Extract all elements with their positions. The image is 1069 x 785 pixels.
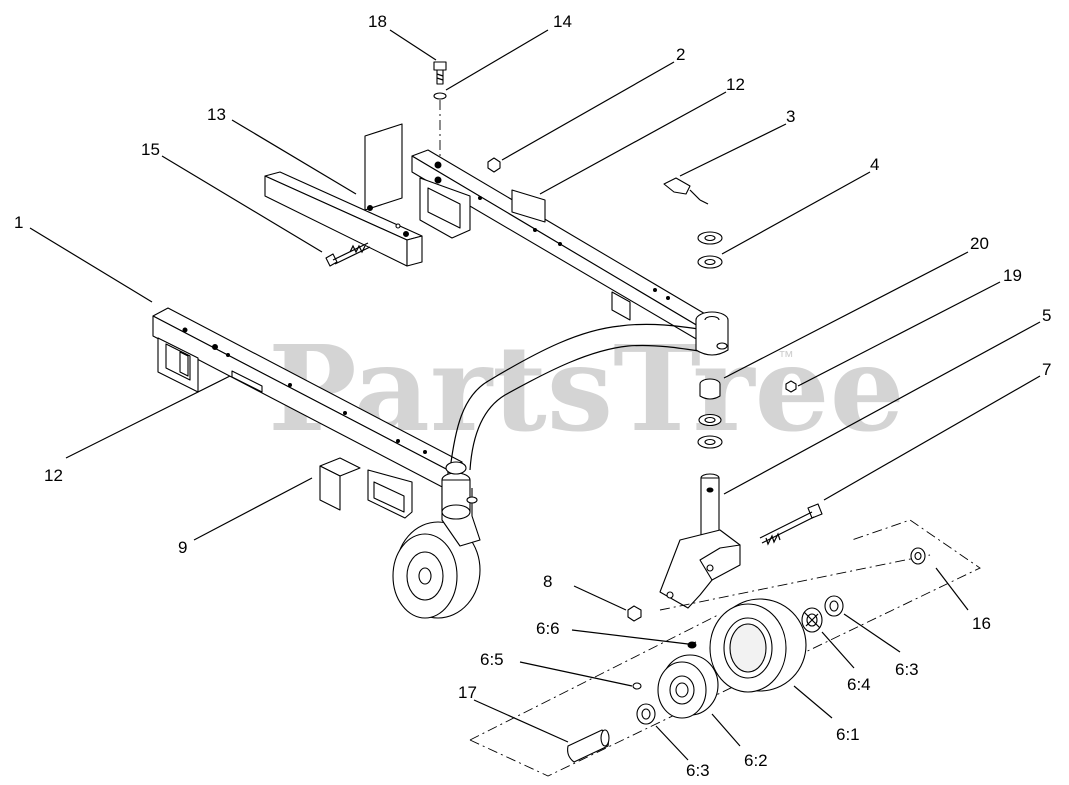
ring-part-6-5 (632, 682, 642, 690)
callout-1: 1 (14, 213, 23, 232)
bolt-part-15 (325, 242, 371, 267)
bolt-part-18 (433, 61, 447, 160)
cross-tube (449, 311, 729, 471)
callout-4: 4 (870, 155, 879, 174)
callout-7: 7 (1042, 360, 1051, 379)
callout-6-2: 6:2 (744, 751, 768, 770)
bolt-part-7 (759, 503, 823, 546)
callout-6-3-bottom: 6:3 (686, 761, 710, 780)
bushing-part-20 (697, 378, 723, 449)
tire-part-6-1 (709, 598, 807, 693)
callout-9: 9 (178, 538, 187, 557)
leader-lines (29, 29, 1041, 761)
watermark-trademark: ™ (778, 349, 794, 366)
valve-part-6-6 (687, 641, 697, 649)
left-caster-wheel (392, 461, 481, 619)
callout-16: 16 (972, 614, 991, 633)
nut-part-8 (627, 605, 642, 622)
top-frame-rail (411, 149, 713, 341)
spacer-part-6-4 (801, 607, 823, 633)
bearing-part-6-3-right (824, 595, 844, 617)
callout-5: 5 (1042, 306, 1051, 325)
bearing-part-6-3-bottom (636, 703, 656, 725)
callout-18: 18 (368, 12, 387, 31)
callout-6-5: 6:5 (480, 650, 504, 669)
washers-part-4 (697, 231, 723, 269)
clip-part-3 (663, 177, 709, 205)
callout-6-1: 6:1 (836, 725, 860, 744)
callout-20: 20 (970, 234, 989, 253)
caster-fork-part-5 (659, 473, 741, 609)
rear-bracket-part-9 (319, 457, 413, 519)
callout-12-top: 12 (726, 75, 745, 94)
callout-13: 13 (207, 105, 226, 124)
callout-6-4: 6:4 (847, 675, 871, 694)
rim-part-6-2 (657, 654, 719, 719)
nut-part-19 (785, 380, 797, 393)
callout-3: 3 (786, 107, 795, 126)
callout-15: 15 (141, 140, 160, 159)
callout-2: 2 (676, 45, 685, 64)
wheel-exploded-frame (469, 519, 981, 777)
callout-14: 14 (553, 12, 572, 31)
callout-8: 8 (543, 572, 552, 591)
callout-12-left: 12 (44, 466, 63, 485)
callout-19: 19 (1003, 266, 1022, 285)
bar-part-13 (264, 123, 442, 267)
spacer-part-17 (567, 729, 610, 763)
washer-part-16 (910, 547, 926, 565)
callout-labels: 18 14 2 12 3 13 15 4 1 20 19 5 7 12 9 8 … (14, 12, 1051, 780)
callout-6-6: 6:6 (536, 619, 560, 638)
nut-part-2 (487, 157, 501, 173)
callout-17: 17 (458, 683, 477, 702)
callout-6-3-right: 6:3 (895, 660, 919, 679)
